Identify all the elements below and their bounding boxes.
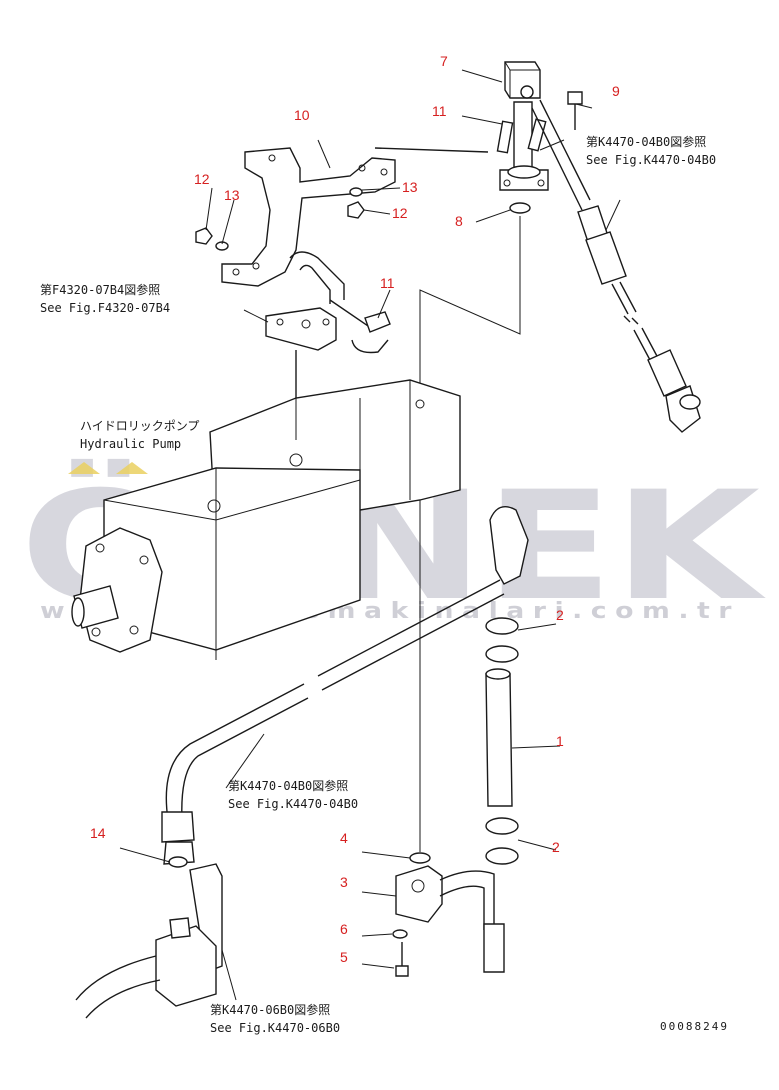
ref-k447004b0-top-en: See Fig.K4470-04B0 [586, 153, 716, 167]
callout-7: 7 [440, 53, 448, 69]
callout-1: 1 [556, 733, 564, 749]
ref-k447006b0-jp: 第K4470-06B0図参照 [210, 1002, 330, 1017]
hydraulic-pump [71, 379, 461, 660]
watermark-umlaut [68, 462, 148, 474]
ref-k447004b0-mid-en: See Fig.K4470-04B0 [228, 797, 358, 811]
hose-upper-right [531, 99, 701, 433]
pump-label-jp: ハイドロリックポンプ [80, 419, 199, 433]
callout-2-lower: 2 [552, 839, 560, 855]
callout-14: 14 [90, 825, 106, 841]
callout-6: 6 [340, 921, 348, 937]
reference-notes: 第K4470-04B0図参照 See Fig.K4470-04B0 第F4320… [40, 134, 729, 1035]
callout-3: 3 [340, 874, 348, 890]
part-14-o-ring [168, 856, 188, 868]
part-11-fitting-left [289, 251, 391, 354]
part-9-bolt [567, 91, 583, 130]
ref-k447004b0-top-jp: 第K4470-04B0図参照 [586, 134, 706, 149]
callout-8: 8 [455, 213, 463, 229]
ref-k447004b0-mid-jp: 第K4470-04B0図参照 [228, 778, 348, 793]
callout-13-left: 13 [224, 187, 240, 203]
callout-5: 5 [340, 949, 348, 965]
callout-4: 4 [340, 830, 348, 846]
ref-k447006b0-en: See Fig.K4470-06B0 [210, 1021, 340, 1035]
callout-11-left: 11 [380, 275, 395, 291]
long-pipe [161, 506, 529, 865]
ref-f432007b4-en: See Fig.F4320-07B4 [40, 301, 170, 315]
part-6-washer [392, 929, 408, 939]
callout-12-right: 12 [392, 205, 408, 221]
leader-lines [119, 69, 621, 1001]
callout-11-top: 11 [432, 103, 447, 119]
part-4-o-ring [409, 852, 431, 864]
callout-10: 10 [294, 107, 310, 123]
part-7-elbow-block [499, 61, 549, 191]
part-12-13-hardware [195, 187, 365, 251]
callout-2-upper: 2 [556, 607, 564, 623]
bottom-left-block [75, 863, 223, 1019]
callout-9: 9 [612, 83, 620, 99]
part-2-clamps [485, 617, 519, 865]
pump-label-en: Hydraulic Pump [80, 437, 181, 451]
callout-13-right: 13 [402, 179, 418, 195]
callout-12-left: 12 [194, 171, 210, 187]
part-1-hose [485, 668, 513, 807]
centerline-port [419, 216, 521, 852]
part-3-flange-tube [395, 865, 505, 973]
part-8-o-ring [509, 202, 531, 214]
drawing-code: 00088249 [660, 1020, 729, 1033]
part-10-bracket [221, 147, 489, 287]
callouts: 7 9 11 10 12 13 13 12 8 11 2 1 2 14 4 3 … [90, 53, 620, 965]
part-5-bolt [395, 942, 409, 977]
ref-f432007b4-jp: 第F4320-07B4図参照 [40, 282, 160, 297]
